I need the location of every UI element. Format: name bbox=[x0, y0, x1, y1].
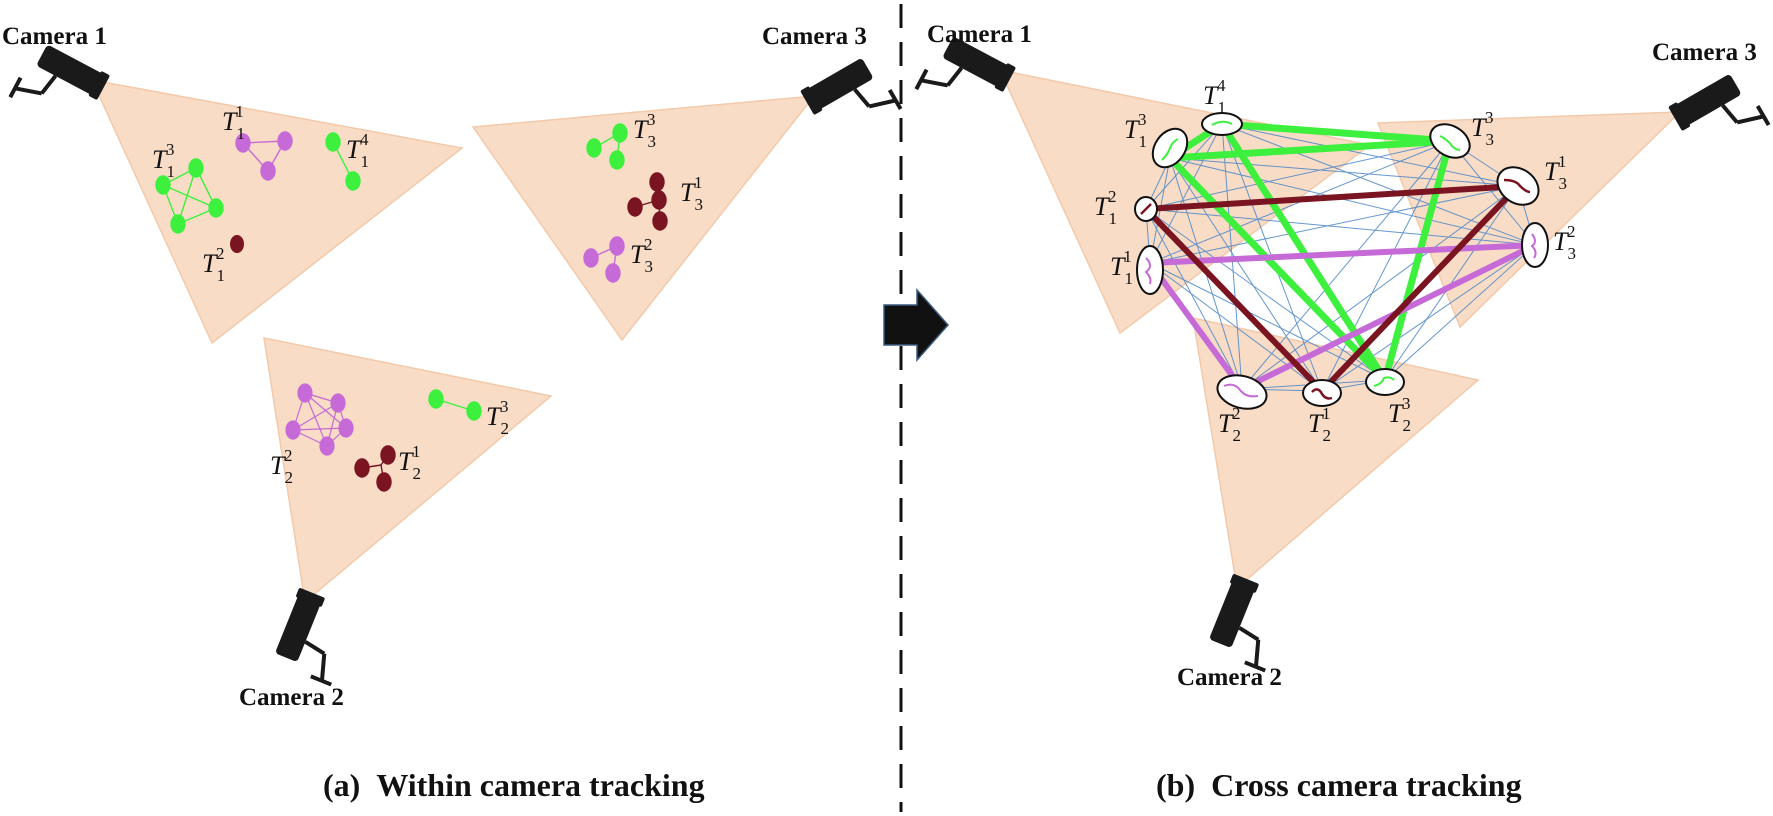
security-camera-icon bbox=[1666, 65, 1771, 167]
tracklet-label-t1-4: T14 bbox=[1203, 76, 1226, 117]
right-arrow-icon bbox=[883, 288, 950, 362]
tracklet-t2-1-graph bbox=[354, 445, 396, 492]
tracklet-label-t3-3: T33 bbox=[633, 110, 656, 151]
tracklet-node-t1-4 bbox=[1201, 112, 1243, 136]
tracklet-label-t2-3: T23 bbox=[486, 397, 509, 438]
tracklet-label-t1-4: T14 bbox=[346, 130, 369, 171]
tracklet-t1-4-graph bbox=[325, 132, 361, 191]
tracklet-label-t1-1: T11 bbox=[1110, 247, 1132, 288]
tracklet-t2-3-graph bbox=[428, 389, 482, 421]
svg-text:T13: T13 bbox=[152, 140, 175, 181]
security-camera-icon bbox=[798, 49, 903, 151]
svg-text:T32: T32 bbox=[630, 235, 653, 276]
tracklet-label-t3-1: T31 bbox=[680, 173, 703, 214]
tracklet-label-t1-2: T12 bbox=[1094, 187, 1117, 228]
tracklet-label-t1-2: T12 bbox=[202, 244, 225, 285]
svg-text:T23: T23 bbox=[1388, 394, 1411, 435]
svg-text:T23: T23 bbox=[486, 397, 509, 438]
caption-b: (b)Cross camera tracking bbox=[1156, 767, 1522, 803]
tracklet-node-t2-2 bbox=[1216, 374, 1268, 410]
tracklet-t3-3-graph bbox=[586, 123, 628, 170]
svg-text:T32: T32 bbox=[1553, 222, 1576, 263]
tracklet-label-t3-3: T33 bbox=[1471, 108, 1494, 149]
camera-1-label: Camera 1 bbox=[927, 21, 1032, 48]
svg-text:T22: T22 bbox=[270, 446, 293, 487]
fov-camera-3-a bbox=[471, 95, 816, 342]
svg-text:T14: T14 bbox=[346, 130, 369, 171]
tracklet-label-t2-2: T22 bbox=[270, 446, 293, 487]
fov-camera-3-b bbox=[1376, 111, 1682, 329]
tracklet-label-t2-2: T22 bbox=[1218, 404, 1241, 445]
tracklet-node-t1-1 bbox=[1136, 245, 1164, 295]
tracklet-node-t3-2 bbox=[1521, 222, 1549, 268]
tracklet-t3-1-graph bbox=[627, 172, 668, 231]
svg-text:T14: T14 bbox=[1203, 76, 1226, 117]
svg-text:T21: T21 bbox=[398, 442, 421, 483]
identity-edges-purple bbox=[1144, 242, 1537, 393]
fov-camera-1-a bbox=[90, 79, 464, 345]
tracklet-t3-2-graph bbox=[583, 236, 625, 283]
svg-text:T12: T12 bbox=[1094, 187, 1117, 228]
tracklet-t1-2-graph bbox=[230, 235, 244, 253]
tracklet-label-t2-3: T23 bbox=[1388, 394, 1411, 435]
svg-text:T11: T11 bbox=[1110, 247, 1132, 288]
svg-text:T22: T22 bbox=[1218, 404, 1241, 445]
panel-a: Camera 1 Camera 3 Camera 2 bbox=[2, 23, 903, 803]
camera-2-label: Camera 2 bbox=[1177, 664, 1282, 691]
camera-2-label: Camera 2 bbox=[239, 684, 344, 711]
svg-text:T11: T11 bbox=[222, 102, 244, 143]
tracklet-t1-3-graph bbox=[155, 158, 224, 234]
security-camera-icon bbox=[10, 39, 110, 134]
svg-text:T21: T21 bbox=[1308, 404, 1331, 445]
tracklet-node-t3-3 bbox=[1429, 123, 1471, 159]
tracklet-label-t3-1: T31 bbox=[1544, 152, 1567, 193]
camera-3-label: Camera 3 bbox=[762, 23, 867, 50]
panel-b: Camera 1 Camera 3 Camera 2 bbox=[916, 21, 1771, 803]
identity-edges-maroon bbox=[1143, 183, 1521, 394]
security-camera-icon bbox=[268, 585, 363, 687]
svg-text:T31: T31 bbox=[680, 173, 703, 214]
fov-camera-2-b bbox=[1192, 317, 1480, 590]
camera-3-label: Camera 3 bbox=[1652, 39, 1757, 66]
tracklet-t1-1-graph bbox=[235, 131, 293, 181]
svg-text:T13: T13 bbox=[1124, 110, 1147, 151]
tracklet-label-t3-2: T32 bbox=[1553, 222, 1576, 263]
camera-1-label: Camera 1 bbox=[2, 23, 107, 50]
tracklet-node-t1-2 bbox=[1134, 196, 1158, 222]
tracklet-label-t1-3: T13 bbox=[152, 140, 175, 181]
tracklet-node-t2-3 bbox=[1365, 368, 1405, 396]
tracklet-node-t1-3 bbox=[1151, 127, 1189, 169]
svg-text:T12: T12 bbox=[202, 244, 225, 285]
tracklet-node-t3-1 bbox=[1496, 166, 1540, 206]
svg-text:T31: T31 bbox=[1544, 152, 1567, 193]
tracklet-node-t2-1 bbox=[1302, 379, 1342, 407]
tracklet-label-t3-2: T32 bbox=[630, 235, 653, 276]
tracklet-label-t1-1: T11 bbox=[222, 102, 244, 143]
svg-text:T33: T33 bbox=[1471, 108, 1494, 149]
tracklet-t2-2-graph bbox=[285, 383, 354, 456]
svg-text:T33: T33 bbox=[633, 110, 656, 151]
tracklet-label-t2-1: T21 bbox=[398, 442, 421, 483]
tracklet-label-t2-1: T21 bbox=[1308, 404, 1331, 445]
tracklet-label-t1-3: T13 bbox=[1124, 110, 1147, 151]
security-camera-icon bbox=[1202, 571, 1297, 673]
caption-a: (a)Within camera tracking bbox=[323, 767, 705, 803]
